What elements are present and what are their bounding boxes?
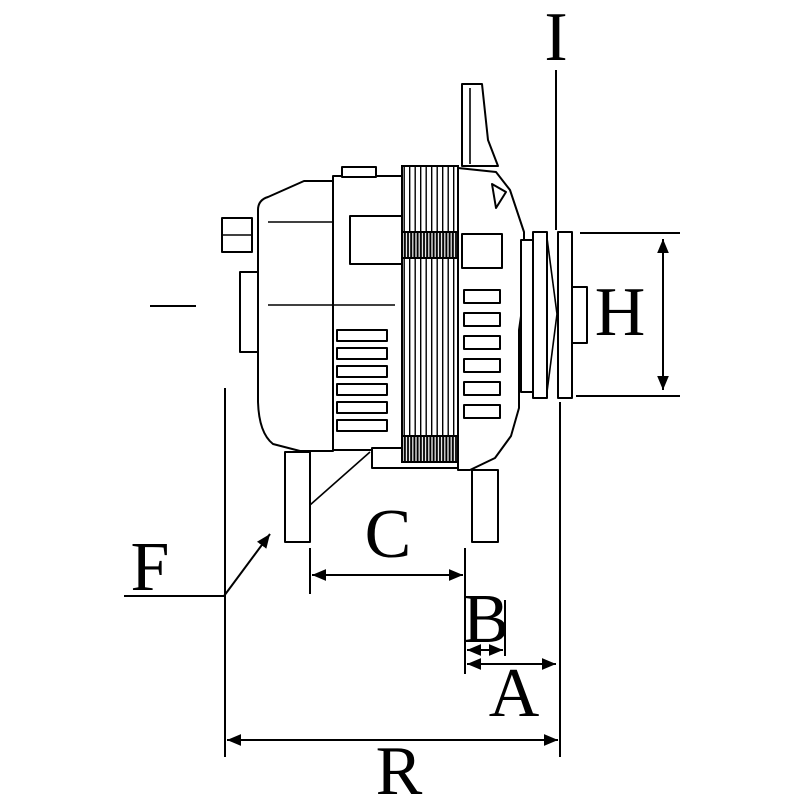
f-leader-arrow — [223, 533, 271, 597]
vent-slot — [336, 365, 388, 378]
rear-boss — [239, 271, 259, 353]
vent-slot — [336, 347, 388, 360]
terminal-tab — [491, 183, 507, 209]
rear-vent-slots — [336, 329, 388, 432]
shaft-collar — [520, 239, 534, 393]
dim-label-f: F — [131, 529, 170, 606]
shaft-nut — [571, 286, 588, 344]
rotor-fins — [401, 165, 459, 463]
vent-slot — [336, 419, 388, 432]
alternator-drawing — [221, 83, 588, 543]
vent-slot — [463, 312, 501, 327]
rear-housing — [257, 180, 334, 452]
dim-label-a: A — [489, 655, 540, 732]
vent-slot — [463, 381, 501, 396]
pulley-groove-upper — [546, 237, 558, 315]
vent-slot — [463, 289, 501, 304]
dimension-annotations: I H F C B A R — [124, 0, 680, 800]
left-mounting-lug — [284, 451, 311, 543]
bracket-window — [461, 233, 503, 269]
vent-slot — [336, 329, 388, 342]
output-terminal — [461, 83, 499, 167]
front-vent-slots — [463, 289, 501, 419]
rotor-band-upper — [401, 231, 459, 259]
vent-slot — [463, 404, 501, 419]
dim-label-i: I — [544, 0, 567, 76]
lug-gusset — [309, 451, 371, 506]
rotor-band-lower — [401, 435, 459, 463]
dim-label-c: C — [365, 496, 412, 573]
pulley-flange-right — [557, 231, 573, 399]
dim-label-h: H — [595, 274, 646, 351]
vent-slot — [463, 358, 501, 373]
dim-label-b: B — [463, 581, 510, 658]
vent-slot — [336, 401, 388, 414]
pulley — [532, 231, 588, 399]
pulley-groove-lower — [546, 313, 558, 393]
stator-top-tab — [341, 166, 377, 178]
dim-label-r: R — [376, 733, 423, 800]
right-mounting-lug — [471, 469, 499, 543]
pulley-flange-left — [532, 231, 548, 399]
vent-slot — [463, 335, 501, 350]
brush-holder-window — [349, 215, 403, 265]
vent-slot — [336, 383, 388, 396]
